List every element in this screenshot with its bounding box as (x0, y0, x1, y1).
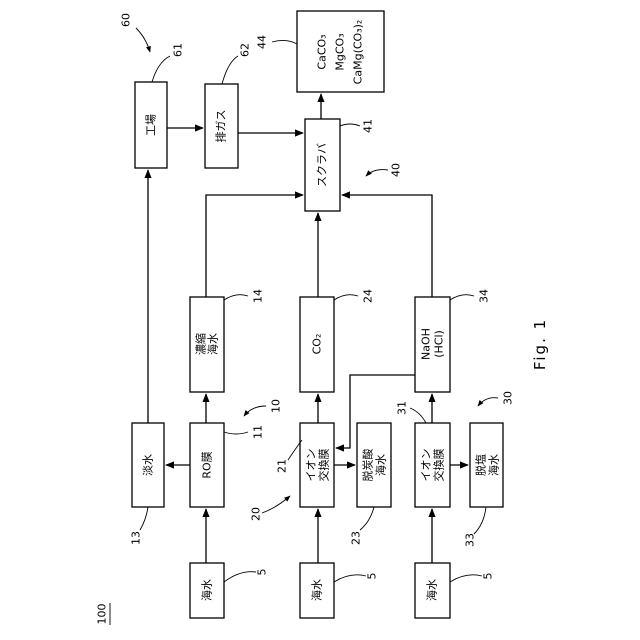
leader-24 (334, 295, 358, 300)
seawater-2-label: 海水 (310, 579, 324, 601)
products-label-line-2: MgCO₃ (334, 33, 347, 70)
leader-5c (450, 575, 482, 582)
ref-14: 14 (252, 289, 265, 303)
ro-membrane-label: RO膜 (201, 451, 214, 478)
ref-33: 33 (464, 533, 477, 547)
leader-5a (224, 572, 256, 582)
ref-11: 11 (252, 425, 265, 439)
leader-5b (334, 575, 366, 582)
leader-20 (262, 496, 290, 513)
ref-5a: 5 (256, 569, 269, 576)
decarbonated-water-label-line-2: 海水 (374, 454, 388, 476)
ref-31: 31 (396, 401, 409, 415)
ref-10: 10 (270, 399, 283, 413)
naoh-label-line-1: NaOH (420, 328, 433, 360)
leader-13 (140, 507, 148, 530)
leader-62 (222, 56, 238, 84)
concentrated-seawater-label-line-2: 海水 (206, 333, 220, 355)
fresh-water-label: 淡水 (142, 454, 155, 476)
leader-41 (340, 124, 360, 126)
scrubber-label: スクラバ (316, 143, 329, 187)
leader-61 (152, 56, 170, 82)
seawater-3-label: 海水 (425, 579, 439, 601)
leader-33 (474, 507, 486, 534)
leader-10 (244, 406, 266, 416)
leader-23 (360, 507, 374, 530)
products-label-line-3: CaMg(CO₃)₂ (352, 20, 365, 85)
leader-40 (366, 170, 388, 176)
ref-20: 20 (250, 507, 263, 521)
desalinated-water-label-line-1: 脱塩 (474, 454, 488, 476)
ref-34: 34 (478, 289, 491, 303)
co2-label: CO₂ (311, 334, 324, 355)
concentrated-seawater-label-line-1: 濃縮 (194, 333, 208, 355)
leader-11 (224, 432, 248, 434)
ref-61: 61 (172, 43, 185, 57)
ref-5c: 5 (482, 573, 495, 580)
products-label-line-1: CaCO₃ (316, 34, 329, 69)
leader-60 (136, 28, 150, 52)
decarbonated-water-label-line-1: 脱炭酸 (361, 449, 375, 482)
ion-exchange-1-label-line-1: イオン (305, 449, 318, 482)
arrow-naoh-to-scrubber (342, 195, 432, 297)
figure-caption: Fig. 1 (531, 318, 549, 370)
leader-31 (410, 408, 426, 423)
ref-41: 41 (362, 119, 375, 133)
seawater-1-label: 海水 (200, 579, 214, 601)
factory-label: 工場 (145, 114, 158, 136)
leader-14 (224, 295, 248, 300)
exhaust-gas-label: 排ガス (214, 110, 228, 143)
ref-23: 23 (350, 531, 363, 545)
ref-100: 100 (96, 604, 109, 625)
desalinated-water-label-line-2: 海水 (487, 454, 501, 476)
leader-30 (478, 398, 498, 406)
ion-exchange-1-label-line-2: 交換膜 (317, 449, 331, 482)
leader-44 (272, 40, 297, 44)
ref-62: 62 (239, 43, 252, 57)
ref-13: 13 (130, 531, 143, 545)
ref-5b: 5 (366, 573, 379, 580)
ion-exchange-2-label-line-2: 交換膜 (432, 449, 446, 482)
ion-exchange-2-label-line-1: イオン (420, 449, 433, 482)
ref-30: 30 (502, 391, 515, 405)
leader-34 (450, 295, 474, 300)
ref-44: 44 (256, 35, 269, 49)
ref-40: 40 (390, 163, 403, 177)
ref-60: 60 (120, 13, 133, 27)
ref-24: 24 (362, 289, 375, 303)
naoh-label-line-2: (HCl) (433, 330, 446, 358)
arrow-concentrated-seawater-to-scrubber (206, 195, 303, 297)
ref-21: 21 (276, 459, 289, 473)
